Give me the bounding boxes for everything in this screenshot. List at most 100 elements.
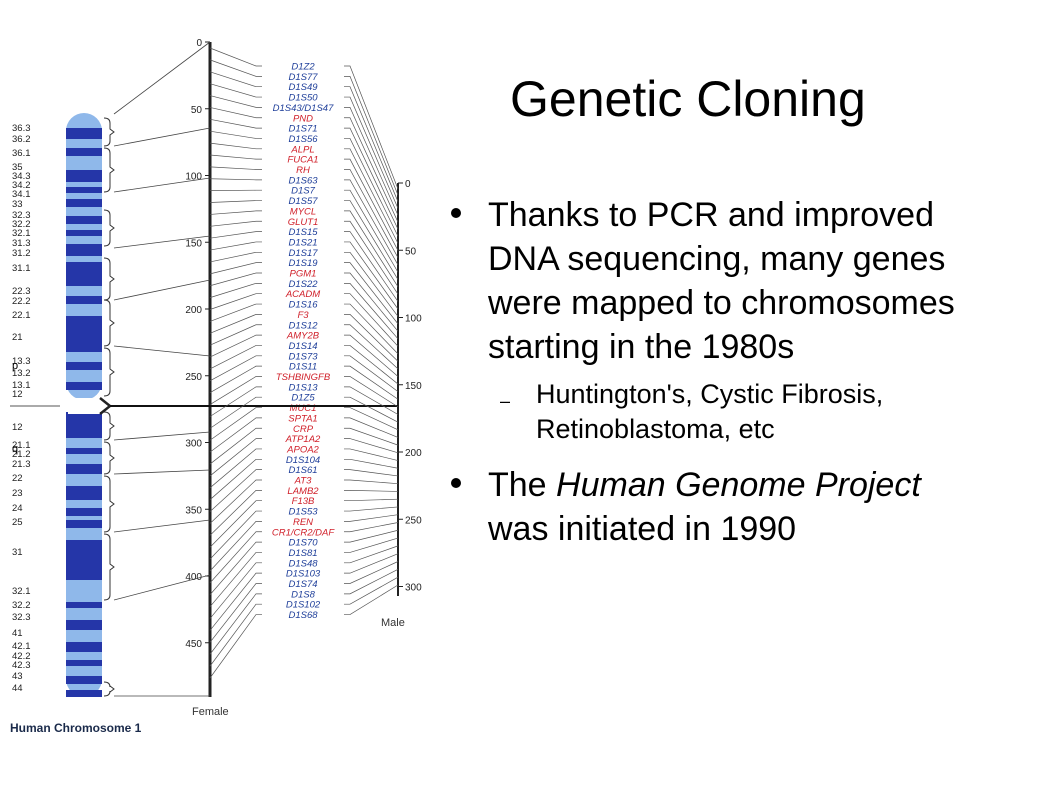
marker-leader-male	[344, 365, 399, 400]
band-label: 36.1	[12, 148, 31, 159]
band-labels: 36.336.236.13534.334.234.13332.332.232.1…	[12, 123, 31, 694]
marker-label: D1S11	[289, 362, 317, 373]
dark-band	[66, 448, 102, 454]
marker-label: D1S102	[286, 600, 321, 611]
marker-leader-female	[209, 166, 262, 170]
dark-band	[66, 362, 102, 370]
band-label: 32.3	[12, 210, 31, 221]
marker-label: APOA2	[286, 444, 319, 455]
marker-label: D1S48	[288, 558, 318, 569]
marker-leader-male	[344, 220, 399, 295]
dark-band	[66, 520, 102, 528]
marker-label: CR1/CR2/DAF	[272, 527, 335, 538]
marker-leader-female	[209, 95, 262, 108]
marker-leader-female	[209, 407, 262, 441]
marker-leader-male	[344, 86, 399, 202]
marker-label: D1S15	[288, 227, 318, 238]
male-tick-label: 50	[405, 246, 417, 257]
marker-label: D1S70	[288, 538, 318, 549]
marker-leader-male	[344, 576, 399, 605]
marker-label: CRP	[293, 424, 314, 435]
band-bracket	[103, 533, 115, 601]
marker-leader-female	[209, 220, 262, 227]
band-label: 12	[12, 389, 23, 400]
band-label: 41	[12, 628, 23, 639]
dark-band	[66, 620, 102, 630]
female-tick-label: 450	[185, 639, 202, 650]
band-label: 44	[12, 683, 23, 694]
band-connector	[113, 235, 211, 249]
sub-bullet-text: Huntington's, Cystic Fibrosis, Retinobla…	[536, 379, 884, 444]
band-label: 34.1	[12, 189, 31, 200]
marker-leader-male	[344, 138, 399, 237]
marker-leader-female	[209, 603, 262, 667]
marker-leader-male	[344, 479, 399, 485]
band-bracket	[103, 209, 115, 247]
bullet-text: Thanks to PCR and improved DNA sequencin…	[488, 196, 955, 366]
band-label: 25	[12, 517, 23, 528]
band-label: 12	[12, 422, 23, 433]
dark-band	[66, 244, 102, 256]
marker-label: D1S13	[288, 382, 318, 393]
marker-leader-female	[209, 593, 262, 655]
marker-label: D1S63	[288, 175, 318, 186]
marker-label: D1Z5	[291, 393, 315, 404]
dark-band	[66, 170, 102, 182]
band-connector	[113, 279, 211, 301]
marker-leader-male	[344, 506, 399, 512]
female-tick-label: 100	[185, 172, 202, 183]
male-tick-label: 0	[405, 179, 411, 190]
marker-label: AMY2B	[286, 331, 320, 342]
marker-label: D1S77	[288, 72, 318, 83]
bullet-dot-icon	[451, 478, 461, 488]
centromere	[68, 398, 100, 414]
marker-label: F13B	[292, 496, 315, 507]
bullet-dot-icon	[451, 208, 461, 218]
chromosome-map-figure: 36.336.236.13534.334.234.13332.332.232.1…	[10, 38, 422, 735]
marker-leader-female	[209, 118, 262, 129]
marker-leader-male	[344, 448, 399, 461]
male-tick-label: 200	[405, 448, 422, 459]
band-label: 36.3	[12, 123, 31, 134]
chromosome-ideogram	[10, 113, 115, 697]
band-label: 42.3	[12, 660, 31, 671]
band-label: 33	[12, 199, 23, 210]
marker-leader-male	[344, 427, 399, 446]
band-label: 34.2	[12, 180, 31, 191]
band-connector	[113, 177, 211, 193]
marker-label: D1S61	[288, 465, 317, 476]
marker-leader-male	[344, 241, 399, 310]
dark-band	[66, 382, 102, 390]
band-bracket	[103, 411, 115, 441]
marker-leader-female	[209, 562, 262, 619]
marker-leader-female	[209, 376, 262, 405]
band-label: 31	[12, 547, 23, 558]
marker-label: AT3	[294, 476, 312, 487]
dark-band	[66, 187, 102, 193]
marker-leader-female	[209, 324, 262, 346]
marker-leader-male	[344, 569, 399, 595]
band-label: 22.2	[12, 296, 31, 307]
marker-label: D1Z2	[291, 62, 315, 73]
dark-band	[66, 199, 102, 207]
marker-label: D1S43/D1S47	[273, 103, 334, 114]
marker-label: RH	[296, 165, 310, 176]
dark-band	[66, 128, 102, 139]
band-label: 22.1	[12, 310, 31, 321]
marker-label: PGM1	[290, 269, 317, 280]
marker-leader-male	[344, 262, 399, 325]
marker-leader-male	[344, 376, 399, 408]
band-connector	[113, 127, 211, 147]
marker-leader-male	[344, 210, 399, 288]
dark-band	[66, 262, 102, 286]
marker-leader-female	[209, 130, 262, 139]
marker-label: SPTA1	[288, 413, 317, 424]
male-tick-label: 300	[405, 583, 422, 594]
marker-leader-female	[209, 262, 262, 275]
marker-leader-female	[209, 210, 262, 215]
dark-band	[66, 508, 102, 516]
marker-leader-male	[344, 117, 399, 223]
slide-title: Genetic Cloning	[510, 71, 866, 127]
marker-leader-female	[209, 365, 262, 394]
marker-leader-female	[209, 107, 262, 119]
